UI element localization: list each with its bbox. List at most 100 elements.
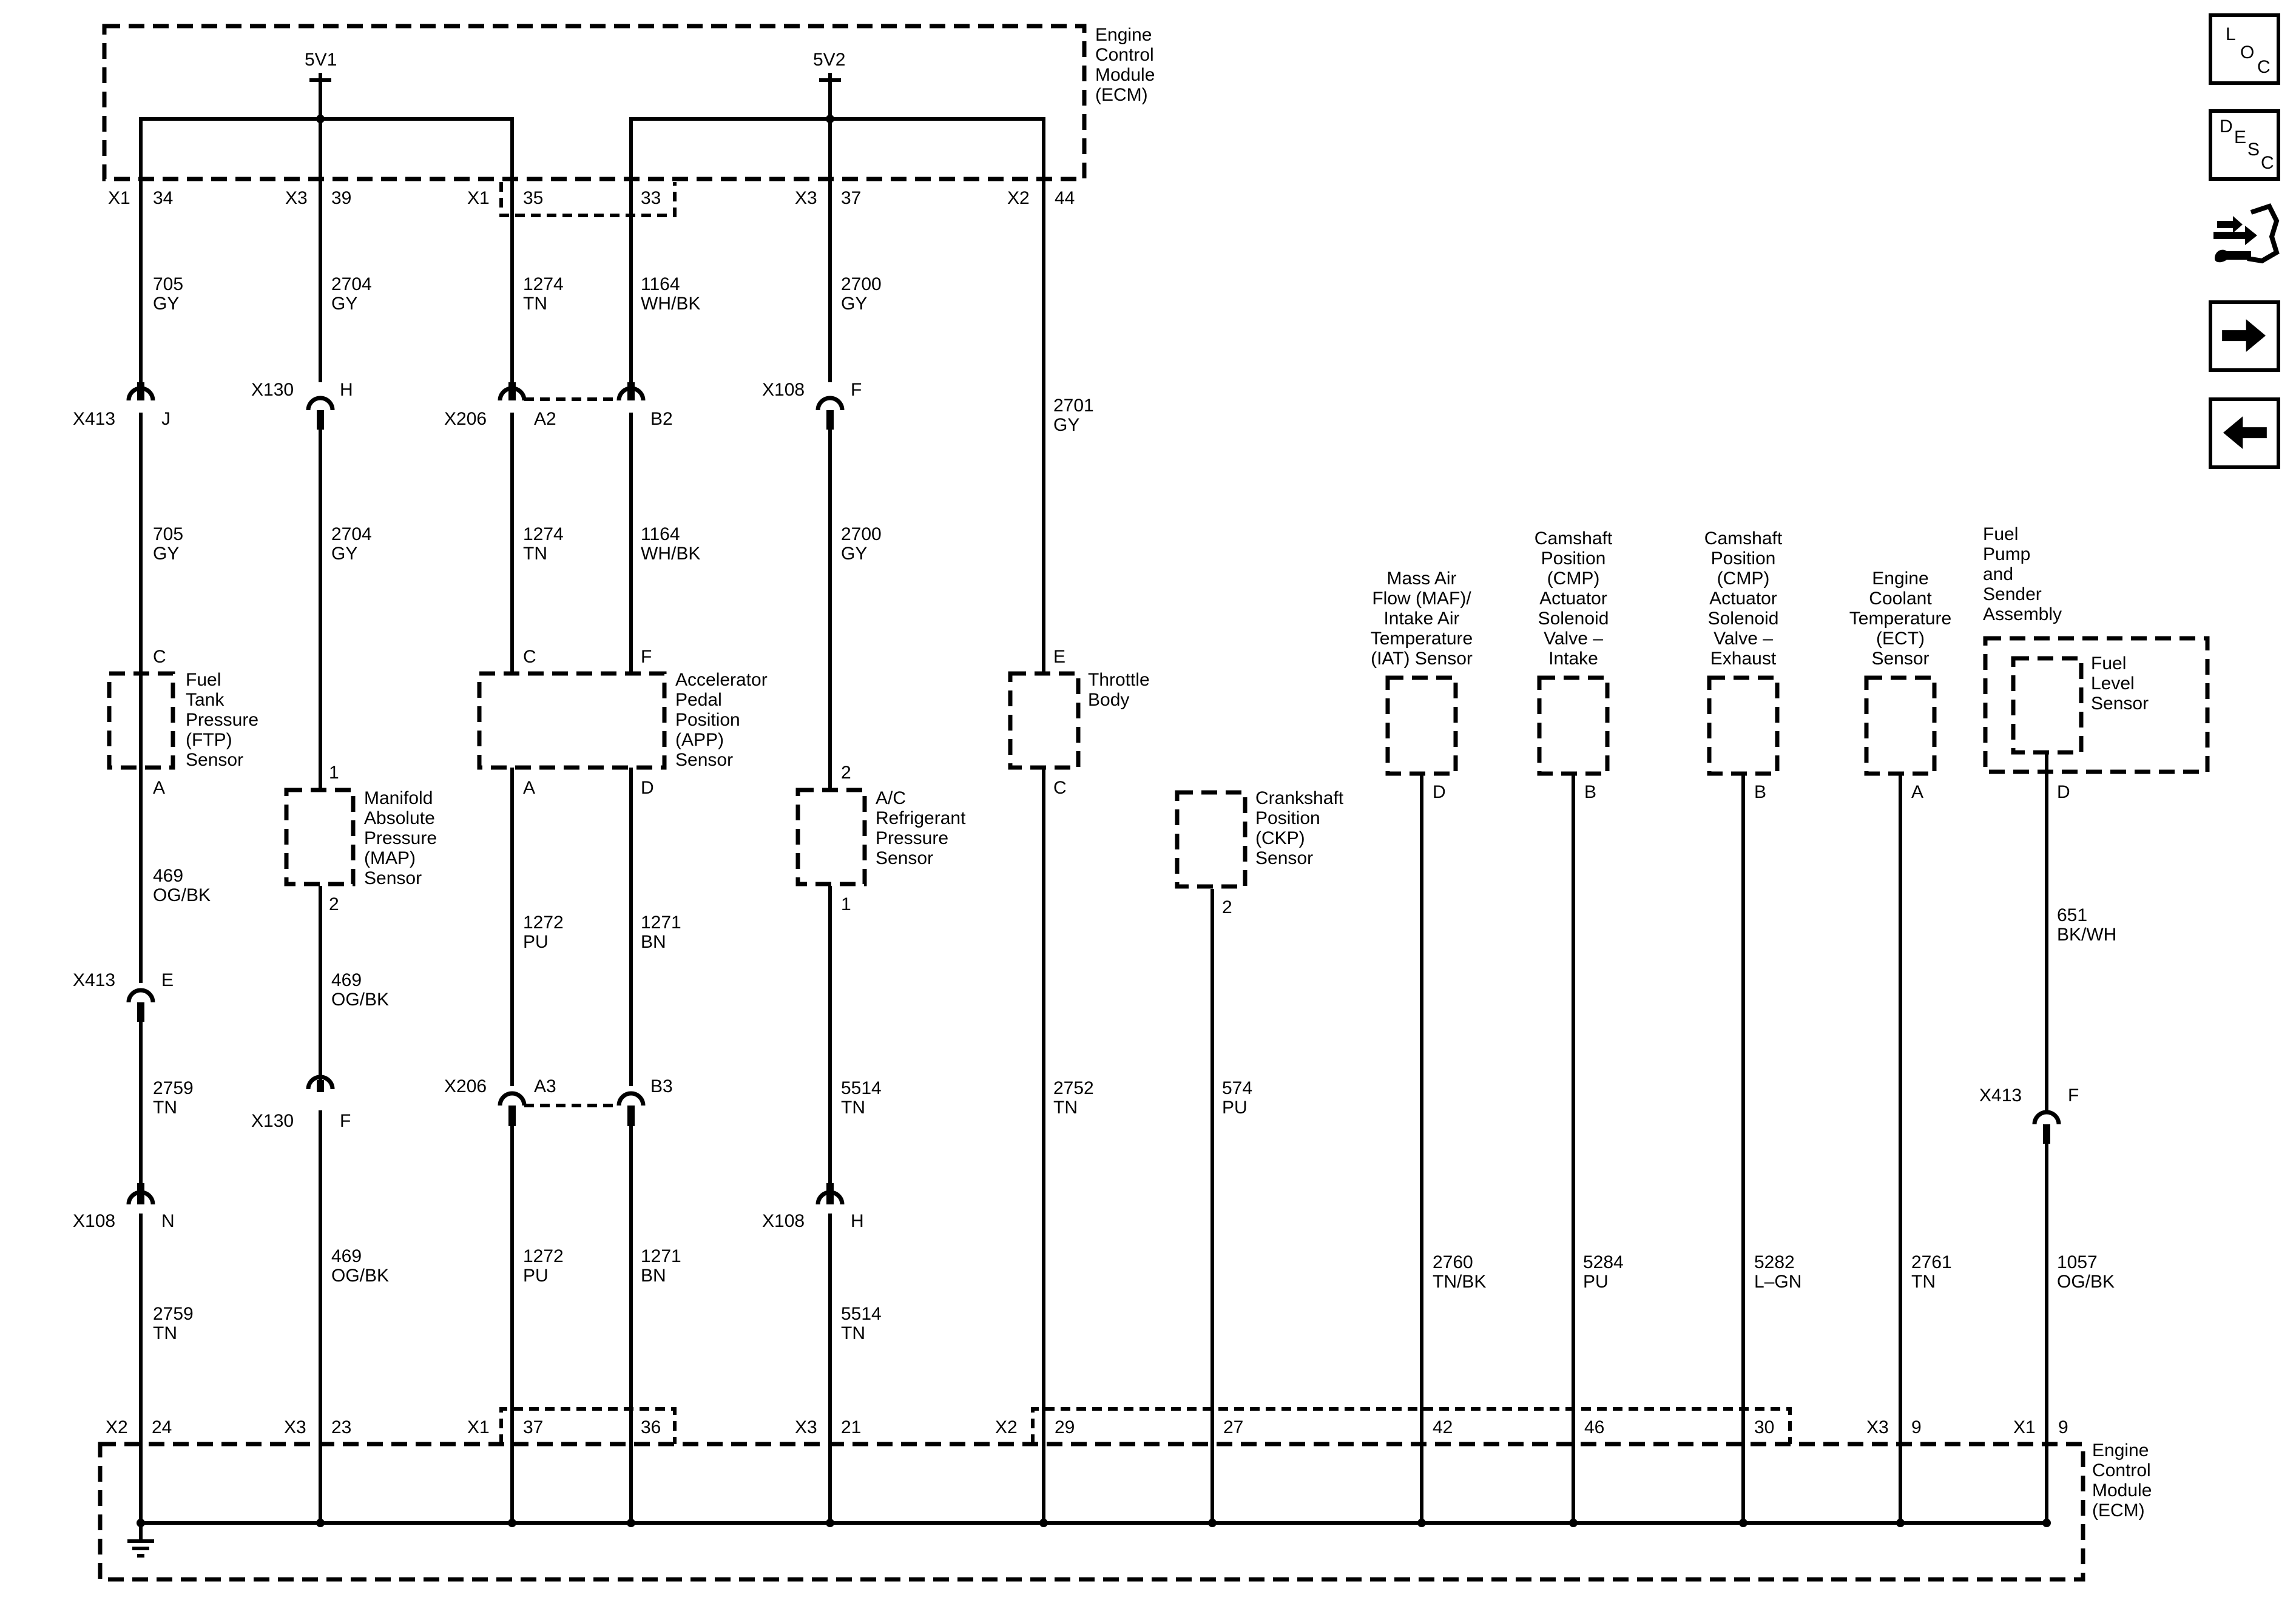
wire-circuit: 1274 bbox=[523, 274, 564, 294]
wire-color: TN bbox=[153, 1323, 177, 1343]
connector-name: X413 bbox=[73, 409, 115, 429]
inline-connector-x413-e: X413 E bbox=[73, 970, 174, 1022]
wire-circuit: 1272 bbox=[523, 913, 564, 933]
wire-circuit: 5282 bbox=[1754, 1252, 1795, 1272]
component-pin: F bbox=[641, 647, 652, 667]
component-label-line: A/C bbox=[876, 788, 906, 808]
component-pin: 1 bbox=[841, 894, 851, 914]
component-label-line: Valve – bbox=[1714, 629, 1773, 649]
inline-connector-x206-a2: X206 A2 bbox=[444, 382, 556, 429]
component-label-line: Throttle bbox=[1088, 670, 1150, 690]
ecm-bottom-label-line: Module bbox=[2092, 1480, 2152, 1501]
connector-cavity: A3 bbox=[534, 1076, 556, 1096]
pin-number: 9 bbox=[1911, 1417, 1922, 1437]
component-label-line: Camshaft bbox=[1535, 528, 1613, 549]
component-label-line: Sensor bbox=[2091, 694, 2149, 714]
component-label-line: Pressure bbox=[876, 828, 948, 848]
pin-number: 9 bbox=[2058, 1417, 2068, 1437]
loc-button[interactable]: L O C bbox=[2209, 13, 2280, 85]
wire-circuit: 2701 bbox=[1053, 396, 1094, 416]
component-pin: B bbox=[1584, 782, 1596, 802]
inline-connector-x413-j: X413 J bbox=[73, 382, 171, 429]
component-label-line: Coolant bbox=[1869, 589, 1932, 609]
pin-connector: X3 bbox=[285, 188, 308, 208]
pin-number: 39 bbox=[331, 188, 351, 208]
component-pin: 1 bbox=[329, 763, 339, 783]
ecm-top-label-line: Control bbox=[1095, 45, 1154, 65]
inline-connector-x108-h: X108 H bbox=[762, 1183, 864, 1231]
pin-number: 21 bbox=[841, 1417, 861, 1437]
component-map-sensor: 1 2 Manifold Absolute Pressure (MAP) Sen… bbox=[284, 763, 437, 914]
wire-color: GY bbox=[153, 544, 179, 564]
wire-color: TN/BK bbox=[1433, 1272, 1486, 1292]
inline-connector-x130-f: X130 F bbox=[251, 1075, 351, 1131]
component-label-line: (CMP) bbox=[1717, 569, 1770, 589]
wire-color: OG/BK bbox=[331, 1266, 389, 1286]
component-label-line: (APP) bbox=[675, 730, 724, 750]
component-label-line: Sensor bbox=[1871, 649, 1929, 669]
connector-name: X108 bbox=[73, 1211, 115, 1231]
wire-circuit: 5514 bbox=[841, 1304, 882, 1324]
pin-number: 37 bbox=[523, 1417, 543, 1437]
wire-color: BK/WH bbox=[2057, 925, 2116, 945]
connector-cavity: F bbox=[340, 1111, 351, 1131]
inline-connector-x206-b2: B2 bbox=[616, 382, 673, 429]
ecm-top-label: Engine Control Module (ECM) bbox=[1095, 25, 1155, 105]
desc-button[interactable]: D E S C bbox=[2209, 109, 2280, 181]
component-label-line: Solenoid bbox=[1538, 609, 1609, 629]
component-pin: D bbox=[1433, 782, 1446, 802]
pin-number: 42 bbox=[1433, 1417, 1453, 1437]
pin-number: 46 bbox=[1584, 1417, 1604, 1437]
wire-color: BN bbox=[641, 1266, 666, 1286]
component-label-line: Assembly bbox=[1983, 604, 2062, 624]
wire-circuit: 469 bbox=[331, 970, 362, 990]
desc-letter: C bbox=[2261, 153, 2274, 173]
connector-name: X108 bbox=[762, 380, 805, 400]
component-pin: B bbox=[1754, 782, 1766, 802]
component-label-line: Pump bbox=[1983, 544, 2030, 564]
connector-cavity: A2 bbox=[534, 409, 556, 429]
component-label-line: (MAP) bbox=[364, 848, 416, 868]
wire-color: TN bbox=[523, 544, 547, 564]
supply-5v1: 5V1 bbox=[305, 50, 337, 123]
wire-color: PU bbox=[523, 932, 549, 952]
wire-circuit: 1057 bbox=[2057, 1252, 2098, 1272]
inline-connector-x108-n: X108 N bbox=[73, 1183, 175, 1231]
pin-connector: X3 bbox=[1866, 1417, 1889, 1437]
supply-label: 5V1 bbox=[305, 50, 337, 70]
component-label-line: Pressure bbox=[364, 828, 437, 848]
component-label-line: Valve – bbox=[1544, 629, 1603, 649]
pin-number: 35 bbox=[523, 188, 543, 208]
desc-letter: D bbox=[2220, 116, 2233, 137]
component-ckp-sensor: 2 Crankshaft Position (CKP) Sensor bbox=[1175, 788, 1344, 917]
component-label-line: Intake Air bbox=[1383, 609, 1459, 629]
pin-number: 30 bbox=[1754, 1417, 1774, 1437]
previous-page-button[interactable] bbox=[2209, 397, 2280, 469]
pin-number: 29 bbox=[1055, 1417, 1075, 1437]
connector-name: X130 bbox=[251, 380, 294, 400]
component-throttle-body: E C Throttle Body bbox=[1008, 647, 1150, 798]
component-app-sensor: C F A D Accelerator Pedal Position (APP)… bbox=[477, 647, 768, 798]
component-cmp-intake-solenoid: B Camshaft Position (CMP) Actuator Solen… bbox=[1535, 528, 1613, 802]
wire-circuit: 5284 bbox=[1583, 1252, 1624, 1272]
component-label-line: (CKP) bbox=[1255, 828, 1305, 848]
component-label-line: Level bbox=[2091, 673, 2135, 694]
wire-color: GY bbox=[331, 544, 357, 564]
component-label-line: Temperature bbox=[1849, 609, 1951, 629]
next-page-button[interactable] bbox=[2209, 300, 2280, 372]
wire-circuit: 469 bbox=[331, 1246, 362, 1266]
connector-end-view-button[interactable] bbox=[2209, 200, 2280, 272]
wire-color: OG/BK bbox=[331, 990, 389, 1010]
component-label-line: Temperature bbox=[1371, 629, 1473, 649]
arrow-right-icon bbox=[2222, 319, 2266, 353]
component-ftp-sensor: C A Fuel Tank Pressure (FTP) Sensor bbox=[107, 647, 258, 798]
component-label-line: (FTP) bbox=[186, 730, 232, 750]
pin-number: 34 bbox=[153, 188, 173, 208]
pin-connector: X2 bbox=[106, 1417, 128, 1437]
wire-circuit: 1271 bbox=[641, 913, 681, 933]
component-fuel-level-sensor: D Fuel Level Sensor bbox=[2011, 653, 2149, 802]
wire-circuit: 1272 bbox=[523, 1246, 564, 1266]
wire-circuit: 2700 bbox=[841, 274, 882, 294]
component-label-line: Tank bbox=[186, 690, 225, 710]
connector-cavity: F bbox=[851, 380, 862, 400]
